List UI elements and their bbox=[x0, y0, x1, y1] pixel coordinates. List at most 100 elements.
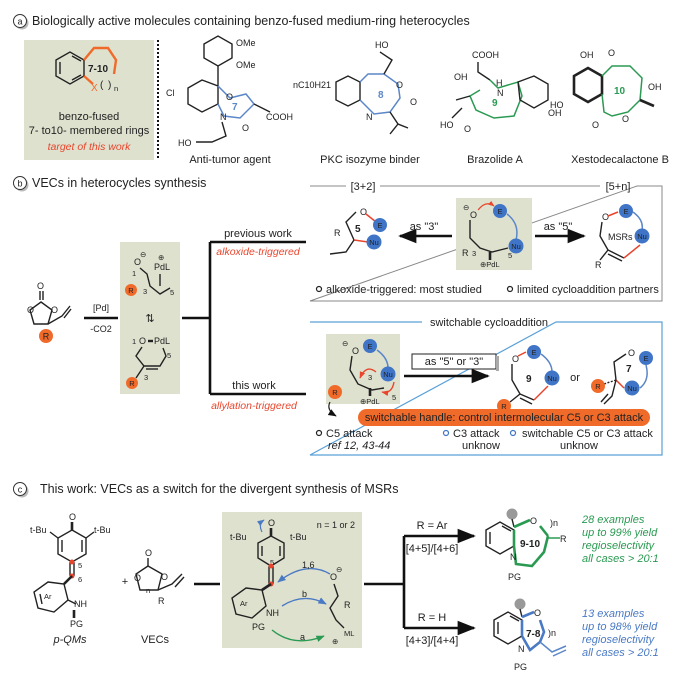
svg-text:O: O bbox=[51, 305, 58, 315]
svg-text:[3+2]: [3+2] bbox=[351, 181, 376, 193]
svg-text:⊖: ⊖ bbox=[140, 250, 146, 259]
this-work-label: this work bbox=[232, 380, 276, 392]
lower-condition: R = H bbox=[418, 612, 446, 624]
previous-work-label: previous work bbox=[224, 228, 292, 240]
switchable-title: switchable cycloaddition bbox=[430, 317, 548, 329]
svg-text:Cl: Cl bbox=[166, 88, 175, 98]
svg-text:C3 attack: C3 attack bbox=[453, 428, 500, 440]
svg-text:7-8: 7-8 bbox=[526, 629, 541, 640]
pqm-molecule: O t-Bu t-Bu 5 6 Ar NH PG p-QMs bbox=[30, 512, 111, 646]
svg-text:): ) bbox=[108, 80, 111, 91]
svg-text:E: E bbox=[623, 207, 628, 216]
section-c-badge: c bbox=[13, 482, 29, 498]
svg-text:R: R bbox=[595, 260, 602, 270]
svg-text:⊕: ⊕ bbox=[158, 253, 164, 262]
svg-text:OH: OH bbox=[454, 72, 468, 82]
svg-text:9: 9 bbox=[492, 98, 498, 109]
svg-text:PG: PG bbox=[252, 622, 265, 632]
svg-text:E: E bbox=[643, 354, 648, 363]
molecule-pkc-binder: nC10H21 8 O N HO O PKC isozyme binder bbox=[293, 40, 420, 166]
svg-text:t-Bu: t-Bu bbox=[230, 532, 247, 542]
molecule-brazolide-a: COOH OH H N 9 OH HO O Brazolide A bbox=[440, 50, 562, 166]
svg-text:1: 1 bbox=[132, 337, 136, 346]
svg-text:N: N bbox=[366, 112, 373, 122]
svg-text:5: 5 bbox=[270, 558, 274, 567]
vec-label: VECs bbox=[141, 634, 170, 646]
svg-text:O: O bbox=[622, 114, 629, 124]
svg-text:N: N bbox=[220, 112, 227, 122]
svg-text:b: b bbox=[17, 179, 22, 189]
svg-text:n = 1 or 2: n = 1 or 2 bbox=[317, 520, 355, 530]
svg-text:1,6: 1,6 bbox=[302, 560, 315, 570]
svg-text:n: n bbox=[114, 84, 118, 93]
section-b-badge: b bbox=[13, 176, 29, 192]
target-box: 7-10 X ( ) n benzo-fused 7- to10- member… bbox=[24, 40, 154, 160]
molecule-xestodecalactone-b: OH HO 10 O OH O O Xestodecalactone B bbox=[550, 48, 669, 166]
svg-text:PdL: PdL bbox=[154, 262, 170, 272]
svg-text:as "3": as "3" bbox=[410, 221, 439, 233]
lower-type: [4+3]/[4+4] bbox=[406, 635, 459, 647]
svg-text:R: R bbox=[344, 600, 351, 610]
svg-text:Nu: Nu bbox=[627, 384, 637, 393]
as5-or-3-label: as "5" or "3" bbox=[425, 356, 484, 368]
svg-text:O: O bbox=[226, 92, 233, 102]
svg-text:)n: )n bbox=[550, 518, 558, 528]
svg-text:O: O bbox=[608, 48, 615, 58]
svg-text:O: O bbox=[268, 518, 275, 528]
svg-text:all cases > 20:1: all cases > 20:1 bbox=[582, 647, 659, 659]
svg-text:N: N bbox=[518, 644, 525, 654]
pd-intermediate-panel: O ⊖ 1 ⊕ PdL R 3 5 ⇅ 1 O PdL 5 3 R bbox=[120, 242, 180, 394]
molecule-label: Anti-tumor agent bbox=[189, 154, 270, 166]
svg-text:n: n bbox=[146, 586, 150, 595]
svg-text:a: a bbox=[17, 17, 22, 27]
svg-text:limited cycloaddition partners: limited cycloaddition partners bbox=[517, 284, 659, 296]
svg-text:9: 9 bbox=[526, 374, 532, 385]
svg-text:switchable C5 or C3 attack: switchable C5 or C3 attack bbox=[522, 428, 653, 440]
svg-text:7: 7 bbox=[232, 102, 238, 113]
svg-text:c: c bbox=[18, 485, 23, 495]
switchable-handle-banner bbox=[358, 409, 650, 426]
svg-text:O: O bbox=[134, 257, 141, 267]
svg-text:O: O bbox=[161, 572, 168, 582]
svg-text:ref 12, 43-44: ref 12, 43-44 bbox=[328, 440, 390, 452]
svg-text:O: O bbox=[27, 305, 34, 315]
svg-text:N: N bbox=[510, 552, 517, 562]
section-b: b VECs in heterocycles synthesis O O O R… bbox=[13, 176, 663, 456]
svg-text:Ar: Ar bbox=[44, 592, 52, 601]
svg-text:HO: HO bbox=[375, 40, 389, 50]
divergence-lines bbox=[364, 534, 470, 630]
svg-text:R: R bbox=[501, 402, 507, 411]
target-line1: benzo-fused bbox=[59, 111, 120, 123]
allylation-label: allylation-triggered bbox=[211, 400, 298, 412]
svg-text:O: O bbox=[139, 336, 146, 346]
target-line2: 7- to10- membered rings bbox=[29, 125, 150, 137]
svg-text:as "5": as "5" bbox=[544, 221, 573, 233]
svg-text:N: N bbox=[497, 88, 504, 98]
svg-text:8: 8 bbox=[378, 90, 384, 101]
svg-text:[Pd]: [Pd] bbox=[93, 303, 109, 313]
svg-text:10: 10 bbox=[614, 86, 626, 97]
upper-type: [4+5]/[4+6] bbox=[406, 543, 459, 555]
svg-text:5: 5 bbox=[355, 224, 361, 235]
svg-text:O: O bbox=[330, 572, 337, 582]
svg-text:O: O bbox=[602, 212, 609, 222]
svg-text:⊖: ⊖ bbox=[463, 203, 469, 212]
svg-text:X: X bbox=[91, 83, 98, 94]
svg-text:Nu: Nu bbox=[547, 374, 557, 383]
svg-text:13 examples: 13 examples bbox=[582, 608, 645, 620]
svg-text:R: R bbox=[158, 596, 165, 606]
svg-text:R: R bbox=[334, 228, 341, 238]
svg-text:1: 1 bbox=[132, 269, 136, 278]
this-work-box: switchable cycloaddition ⊖ O E Nu 3 5 ⊕P… bbox=[309, 317, 663, 456]
upper-product: O 9-10 )n R N PG bbox=[485, 508, 567, 582]
molecule-anti-tumor: OMe OMe Cl O 7 N COOH O HO Anti-tumor ag… bbox=[166, 35, 293, 166]
svg-text:O: O bbox=[145, 548, 152, 558]
svg-text:E: E bbox=[377, 221, 382, 230]
svg-text:O: O bbox=[530, 516, 537, 526]
svg-text:(: ( bbox=[100, 80, 104, 91]
svg-text:t-Bu: t-Bu bbox=[30, 525, 47, 535]
svg-text:unknow: unknow bbox=[560, 440, 598, 452]
svg-text:3: 3 bbox=[143, 287, 147, 296]
svg-text:7: 7 bbox=[626, 364, 632, 375]
svg-text:O: O bbox=[464, 124, 471, 134]
